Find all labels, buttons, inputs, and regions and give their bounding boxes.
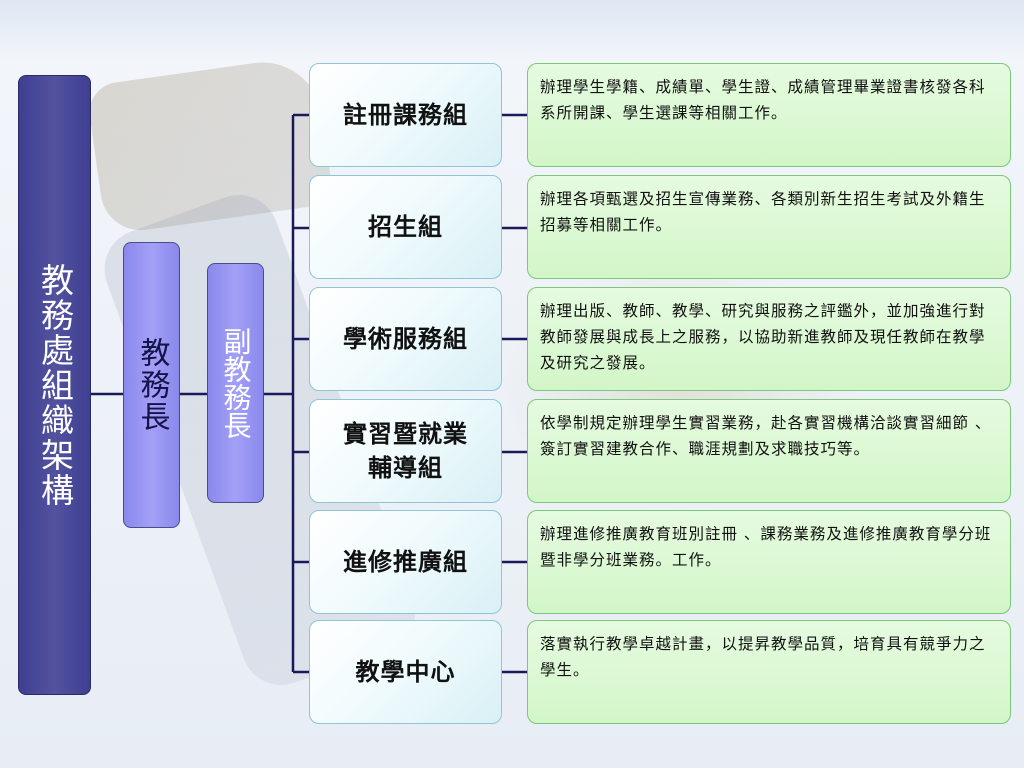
dean-box: 教務長	[123, 242, 180, 528]
desc-box-teaching-center: 落實執行教學卓越計畫，以提昇教學品質，培育具有競爭力之學生。	[527, 620, 1011, 724]
dept-box-admissions: 招生組	[309, 175, 502, 279]
desc-box-registration: 辦理學生學籍、成績單、學生證、成績管理畢業證書核發各科系所開課、學生選課等相關工…	[527, 63, 1011, 167]
desc-box-admissions: 辦理各項甄選及招生宣傳業務、各類別新生招生考試及外籍生招募等相關工作。	[527, 175, 1011, 279]
background-sky	[0, 0, 1024, 60]
desc-box-internship: 依學制規定辦理學生實習業務，赴各實習機構洽談實習細節 、簽訂實習建教合作、職涯規…	[527, 399, 1011, 503]
dept-box-teaching-center: 教學中心	[309, 620, 502, 724]
vice-dean-box: 副教務長	[207, 263, 264, 503]
dept-box-extension: 進修推廣組	[309, 510, 502, 614]
dept-box-academic-services: 學術服務組	[309, 287, 502, 391]
desc-box-academic-services: 辦理出版、教師、教學、研究與服務之評鑑外，並加強進行對教師發展與成長上之服務，以…	[527, 287, 1011, 391]
background-stone-top	[85, 54, 335, 236]
dept-box-internship: 實習暨就業輔導組	[309, 399, 502, 503]
dept-box-registration: 註冊課務組	[309, 63, 502, 167]
desc-box-extension: 辦理進修推廣教育班別註冊 、課務業務及進修推廣教育學分班暨非學分班業務。工作。	[527, 510, 1011, 614]
org-root-box: 教務處組織架構	[18, 75, 91, 695]
